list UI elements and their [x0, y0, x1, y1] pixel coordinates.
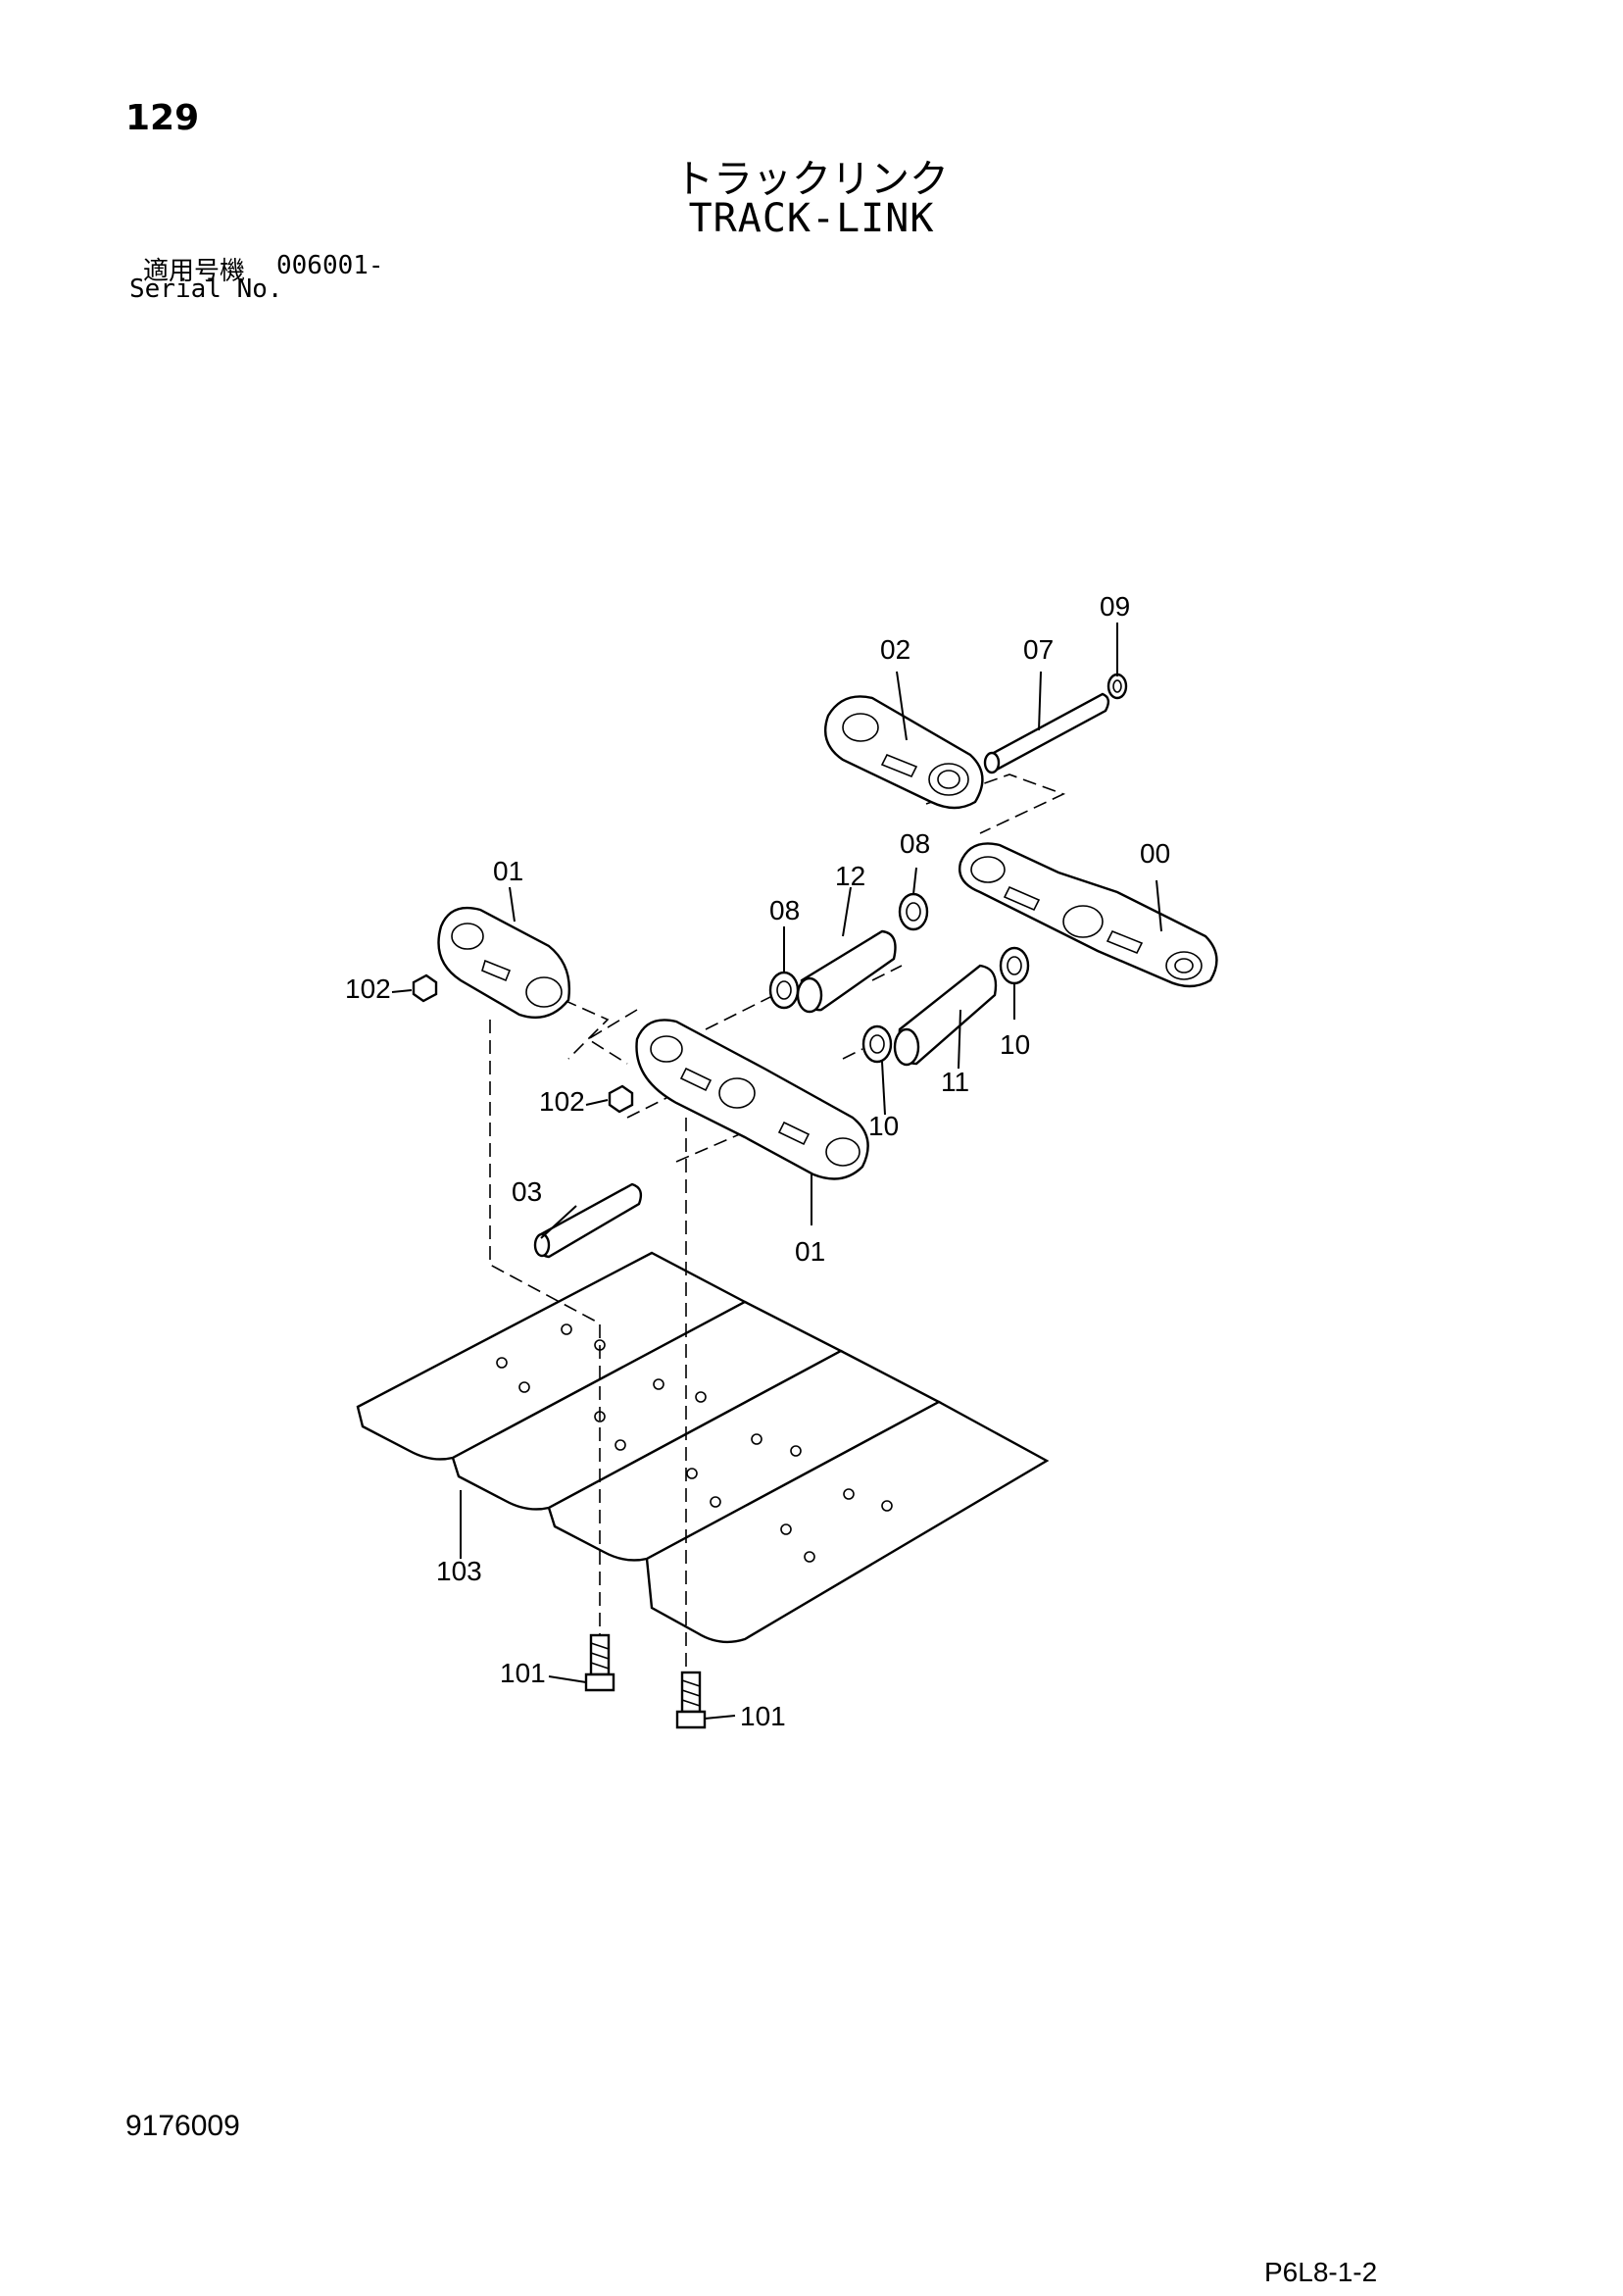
document-code: 9176009	[125, 2110, 240, 2142]
serial-value: 006001-	[276, 251, 384, 280]
callout-11: 11	[941, 1067, 969, 1097]
callout-09: 09	[1100, 591, 1130, 622]
callout-01-lower: 01	[795, 1236, 825, 1267]
track-shoe-plates	[356, 1251, 1050, 1644]
callout-08-left: 08	[769, 895, 800, 925]
serial-label-english: Serial No.	[129, 275, 283, 304]
page-number: 129	[125, 98, 200, 138]
seal-08-left	[768, 971, 800, 1010]
callout-103: 103	[436, 1556, 482, 1586]
title-english: TRACK-LINK	[688, 196, 935, 241]
callout-12: 12	[835, 861, 865, 891]
callout-00: 00	[1140, 838, 1170, 869]
callout-03: 03	[512, 1176, 542, 1207]
pin-07	[983, 692, 1110, 774]
nut-102-upper	[412, 973, 438, 1003]
link-01-upper	[437, 906, 570, 1020]
link-02	[823, 695, 984, 810]
callout-101-left: 101	[500, 1658, 546, 1688]
title-japanese: トラックリンク	[674, 157, 949, 202]
nut-102-lower	[608, 1084, 634, 1114]
bolt-101-left	[584, 1633, 615, 1692]
callout-01-upper: 01	[493, 856, 523, 886]
bushing-11	[893, 964, 998, 1067]
link-01-lower	[635, 1019, 869, 1180]
snap-ring-09	[1107, 673, 1128, 700]
bushing-12	[796, 929, 897, 1014]
pin-03	[533, 1182, 643, 1259]
seal-10-left	[861, 1024, 893, 1064]
callout-101-right: 101	[740, 1701, 786, 1731]
plate-code: P6L8-1-2	[1264, 2257, 1378, 2287]
callout-10-left: 10	[868, 1111, 899, 1141]
seal-08-right	[898, 892, 929, 931]
seal-10-right	[999, 946, 1030, 985]
callout-07: 07	[1023, 634, 1054, 665]
callout-102-lower: 102	[539, 1086, 585, 1117]
leader-lines	[391, 623, 1162, 1720]
serial-label-japanese: 適用号機	[143, 257, 246, 286]
callout-08-right: 08	[900, 828, 930, 859]
callout-102-upper: 102	[345, 973, 391, 1004]
link-00	[959, 842, 1218, 988]
callout-labels: 09 02 07 08 00 01 12 08 102 10 102 11 10…	[345, 591, 1170, 1731]
callout-02: 02	[880, 634, 910, 665]
callout-10-right: 10	[1000, 1029, 1030, 1060]
bolt-101-right	[675, 1671, 707, 1729]
